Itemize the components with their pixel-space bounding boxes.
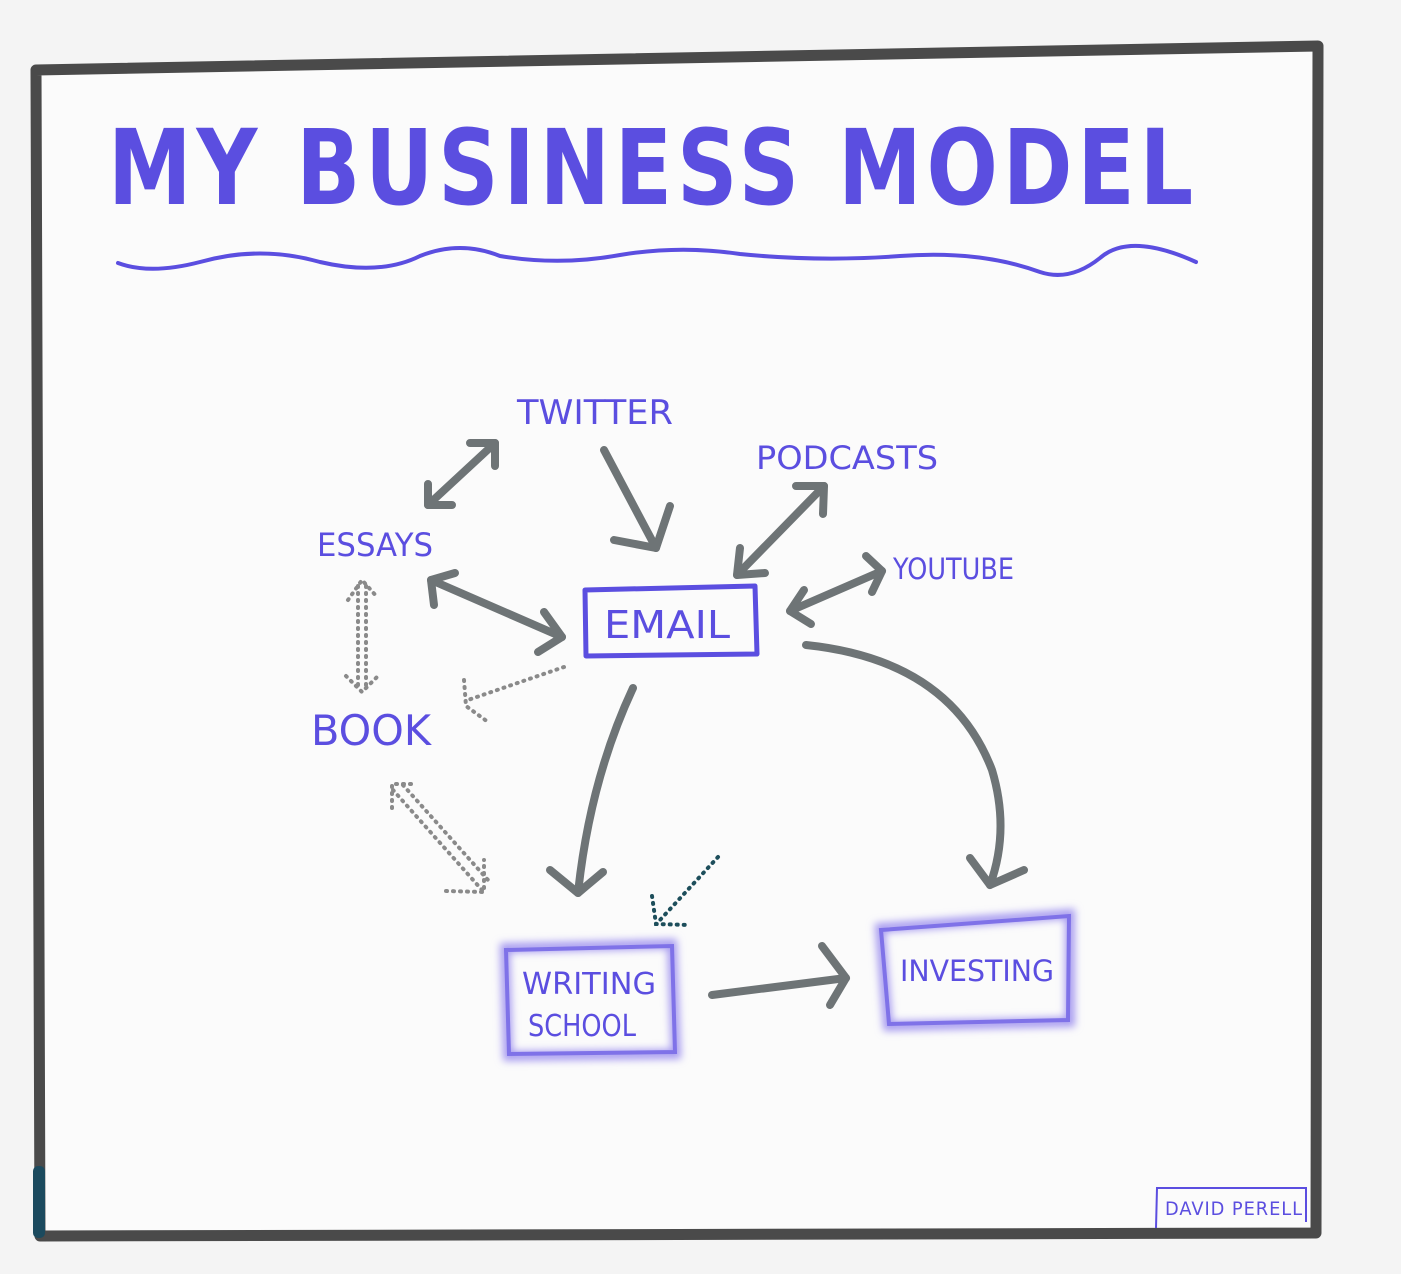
title-underline xyxy=(116,243,1198,277)
arrow-writing-school-to-investing xyxy=(708,942,850,1009)
arrow-youtube-email xyxy=(786,552,886,628)
node-podcasts: PODCASTS xyxy=(756,439,938,477)
arrow-essays-email xyxy=(427,569,566,656)
arrow-twitter-to-email xyxy=(600,446,674,552)
node-writing-school-box: WRITING SCHOOL xyxy=(499,938,682,1062)
arrow-into-writing-school xyxy=(650,855,720,927)
arrow-podcasts-email xyxy=(733,482,828,579)
node-email-box: EMAIL xyxy=(582,583,760,659)
arrow-email-to-book xyxy=(462,665,566,724)
node-twitter: TWITTER xyxy=(516,393,673,433)
node-book: BOOK xyxy=(311,706,432,755)
node-writing-school-line1: WRITING xyxy=(522,967,656,1002)
solid-arrows xyxy=(424,439,1028,1009)
node-email: EMAIL xyxy=(604,603,730,647)
node-essays: ESSAYS xyxy=(317,526,433,564)
arrow-email-to-investing xyxy=(802,641,1028,889)
board-frame xyxy=(30,40,1324,1242)
arrow-email-to-writing-school xyxy=(546,684,637,897)
node-youtube: YOUTUBE xyxy=(892,552,1014,586)
signature-stamp: DAVID PERELL xyxy=(1155,1187,1307,1229)
signature: DAVID PERELL xyxy=(1165,1198,1303,1220)
arrow-book-writing-school xyxy=(390,782,490,895)
node-investing-box: INVESTING xyxy=(874,908,1075,1032)
node-writing-school-line2: SCHOOL xyxy=(528,1009,636,1044)
diagram-title: MY BUSINESS MODEL xyxy=(108,107,1198,229)
arrow-twitter-essays xyxy=(424,439,499,509)
node-investing: INVESTING xyxy=(900,954,1054,988)
dotted-arrows xyxy=(344,576,720,927)
arrow-essays-book xyxy=(344,576,380,695)
